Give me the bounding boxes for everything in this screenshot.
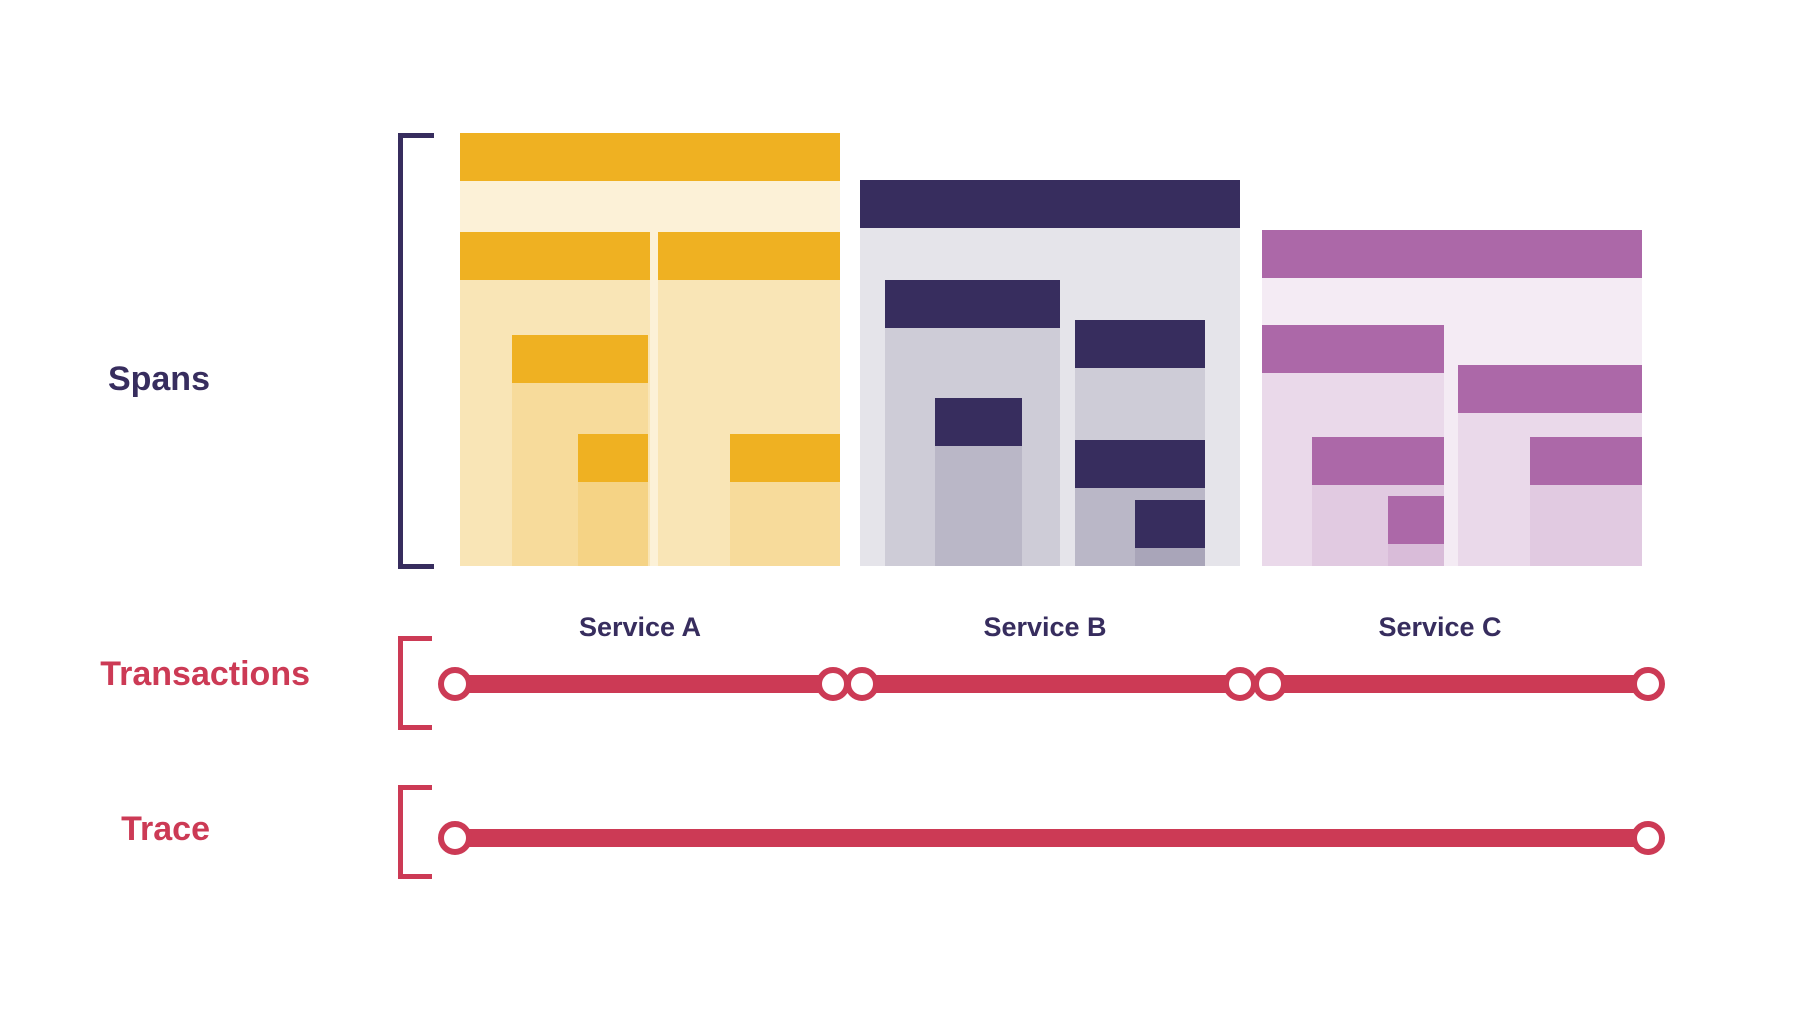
span-a-grandchild-3[interactable]	[730, 434, 840, 566]
transactions-bracket	[398, 636, 432, 730]
span-c-grandchild-3-body	[1530, 485, 1642, 566]
span-a-grandchild-2[interactable]	[578, 434, 648, 566]
trace-row-label: Trace	[121, 810, 210, 848]
span-c-grandchild-2-header	[1388, 496, 1444, 544]
transaction-c-start-node[interactable]	[1253, 667, 1287, 701]
span-a-child-2-body	[658, 280, 840, 566]
transaction-c-end-node[interactable]	[1631, 667, 1665, 701]
span-a-grandchild-3-body	[730, 482, 840, 566]
transaction-b-start-node[interactable]	[845, 667, 879, 701]
span-a-grandchild-2-header	[578, 434, 648, 482]
span-c-grandchild-1-header	[1312, 437, 1444, 485]
trace-bracket	[398, 785, 432, 879]
span-a-root-header	[460, 133, 840, 181]
span-c-grandchild-3[interactable]	[1530, 437, 1642, 566]
span-c-grandchild-2[interactable]	[1388, 496, 1444, 566]
transaction-b-end-node[interactable]	[1223, 667, 1257, 701]
transaction-a[interactable]	[455, 675, 833, 693]
span-a-child-1-body	[460, 280, 650, 566]
span-b-grandchild-3-header	[1135, 500, 1205, 548]
span-c-grandchild-2-body	[1388, 544, 1444, 566]
span-b-child-1[interactable]	[885, 280, 1060, 566]
trace-line-end-node[interactable]	[1631, 821, 1665, 855]
spans-row-label: Spans	[107, 360, 210, 398]
span-c-child-1-header	[1262, 325, 1444, 373]
span-b-grandchild-2-header	[1075, 440, 1205, 488]
service-caption-service-a: Service A	[578, 612, 702, 642]
span-c-child-2-header	[1458, 365, 1642, 413]
span-b-child-1-body	[885, 328, 1060, 566]
span-b-child-2-header	[1075, 320, 1205, 368]
service-caption-service-b: Service B	[983, 612, 1107, 642]
span-c-root-header	[1262, 230, 1642, 278]
spans-area	[460, 133, 1642, 566]
span-a-child-1[interactable]	[460, 232, 650, 566]
trace-line-start-node[interactable]	[438, 821, 472, 855]
trace-line[interactable]	[455, 829, 1648, 847]
span-b-child-1-header	[885, 280, 1060, 328]
transaction-b[interactable]	[862, 675, 1240, 693]
span-c-grandchild-3-header	[1530, 437, 1642, 485]
span-b-grandchild-3-body	[1135, 548, 1205, 566]
span-a-grandchild-3-header	[730, 434, 840, 482]
span-b-grandchild-3[interactable]	[1135, 500, 1205, 566]
span-b-grandchild-1[interactable]	[935, 398, 1022, 566]
span-b-root-header	[860, 180, 1240, 228]
span-b-grandchild-1-body	[935, 446, 1022, 566]
span-a-child-2[interactable]	[658, 232, 840, 566]
transactions-row-label: Transactions	[100, 655, 310, 693]
transaction-a-start-node[interactable]	[438, 667, 472, 701]
span-a-child-2-header	[658, 232, 840, 280]
span-a-grandchild-2-body	[578, 482, 648, 566]
service-caption-service-c: Service C	[1378, 612, 1502, 642]
transaction-c[interactable]	[1270, 675, 1648, 693]
span-a-child-1-header	[460, 232, 650, 280]
span-b-grandchild-1-header	[935, 398, 1022, 446]
span-a-grandchild-1-header	[512, 335, 648, 383]
spans-bracket	[398, 133, 434, 569]
